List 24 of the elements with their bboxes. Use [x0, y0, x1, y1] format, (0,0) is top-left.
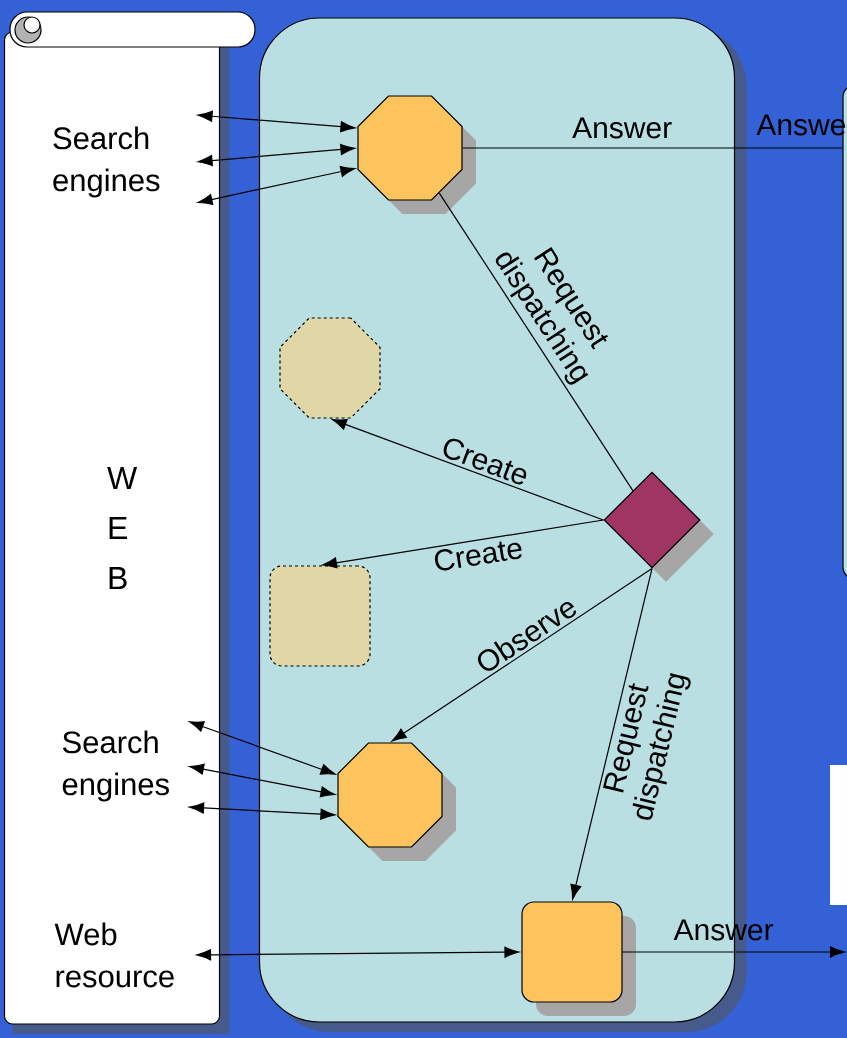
dashed-octagon: [279, 317, 381, 419]
edge-label: Answer: [572, 117, 672, 139]
node-label: Web resource: [54, 922, 174, 988]
arrow: [622, 946, 845, 958]
diamond-shape: [603, 471, 714, 582]
edge-label: Create: [434, 541, 522, 571]
arrow: [570, 568, 653, 900]
arrow: [197, 166, 356, 206]
octagon-shape: [357, 95, 476, 214]
arrow: [331, 418, 604, 521]
arrow: [322, 519, 604, 569]
octagon-shape: [337, 742, 456, 861]
arrow: [189, 763, 336, 798]
dashed-rounded-square: [269, 565, 371, 667]
edge-label: Create: [443, 438, 527, 485]
arrow: [188, 721, 336, 775]
arrow: [197, 143, 356, 167]
arrow: [189, 802, 336, 820]
node-label: Search engines: [53, 126, 160, 198]
node-label: Search engines: [62, 730, 169, 802]
rounded-square: [521, 901, 636, 1016]
arrow: [196, 946, 520, 961]
arrow: [197, 110, 356, 133]
arrow: [391, 568, 653, 742]
